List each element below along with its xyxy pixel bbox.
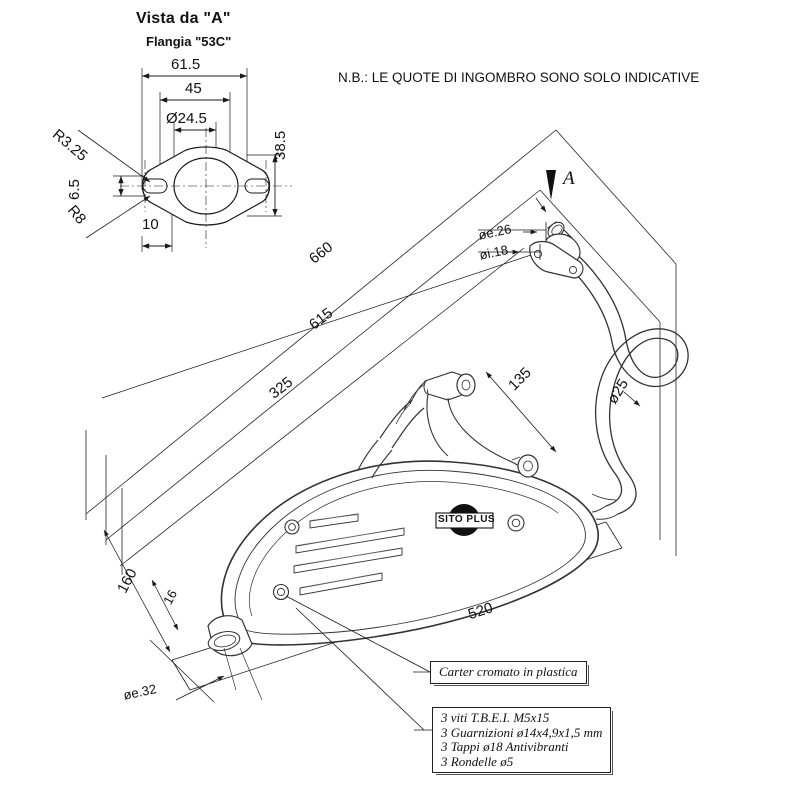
dim-flange-height: 38.5 <box>272 130 289 160</box>
parts-list-item: 3 Rondelle ø5 <box>441 753 514 769</box>
flange-detail <box>77 68 292 252</box>
dim-overall-width: 61.5 <box>171 56 201 73</box>
cooling-slots <box>293 513 405 596</box>
page-subtitle: Flangia "53C" <box>146 34 232 49</box>
general-note: N.B.: LE QUOTE DI INGOMBRO SONO SOLO IND… <box>338 70 700 85</box>
front-pipe-section <box>357 399 425 479</box>
parts-list-box: 3 viti T.B.E.I. M5x15 3 Guarnizioni ø14x… <box>432 707 612 773</box>
view-direction-arrow <box>546 170 556 200</box>
body-screws <box>272 514 525 601</box>
dim-bolt-spacing: 45 <box>185 80 202 97</box>
parts-list-item: 3 Guarnizioni ø14x4,9x1,5 mm <box>441 724 603 740</box>
detail-dim-arrows <box>175 197 641 701</box>
mounting-bracket <box>395 371 539 478</box>
brand-badge-shape <box>435 504 494 536</box>
callout-carter-text: Carter cromato in plastica <box>439 664 578 679</box>
dim-slot-offset: 10 <box>142 216 159 233</box>
muffler-body <box>220 460 599 646</box>
pipe-flange-coupler <box>529 221 584 279</box>
view-marker-label: A <box>563 168 575 189</box>
callout-leaders <box>285 595 432 731</box>
brand-badge-label: SITO PLUS <box>438 514 496 525</box>
parts-list-item: 3 viti T.B.E.I. M5x15 <box>441 710 550 725</box>
header-pipe <box>555 245 689 520</box>
page-title: Vista da "A" <box>136 10 231 27</box>
tailpipe-outlet <box>207 615 253 657</box>
dim-slot-height: 6.5 <box>66 179 83 200</box>
dim-bore-diameter: Ø24.5 <box>166 110 207 127</box>
parts-list-item: 3 Tappi ø18 Antivibranti <box>441 739 569 754</box>
callout-carter-box: Carter cromato in plastica <box>430 661 587 684</box>
